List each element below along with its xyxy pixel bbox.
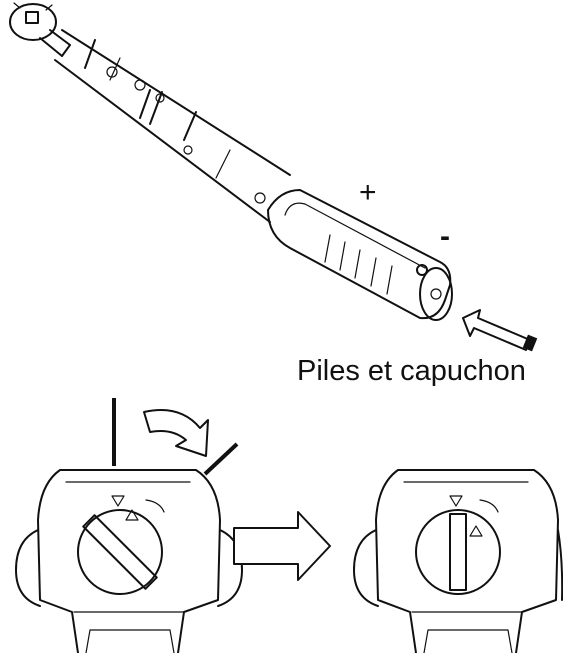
rotate-arrow-icon xyxy=(143,409,209,457)
wrench-shaft xyxy=(54,29,291,223)
battery-cap-after xyxy=(353,469,563,653)
torque-wrench-illustration xyxy=(9,2,453,321)
wrench-handle xyxy=(267,189,453,321)
plus-sign: + xyxy=(359,176,377,209)
batteries-cap-label: Piles et capuchon xyxy=(297,355,526,387)
ratchet-head xyxy=(9,2,71,57)
battery-cap-before xyxy=(15,469,243,653)
minus-sign: - xyxy=(440,220,450,253)
insert-arrow-icon xyxy=(462,309,538,352)
right-arrow-icon xyxy=(233,511,331,581)
slot-diagonal-mark xyxy=(203,442,239,476)
